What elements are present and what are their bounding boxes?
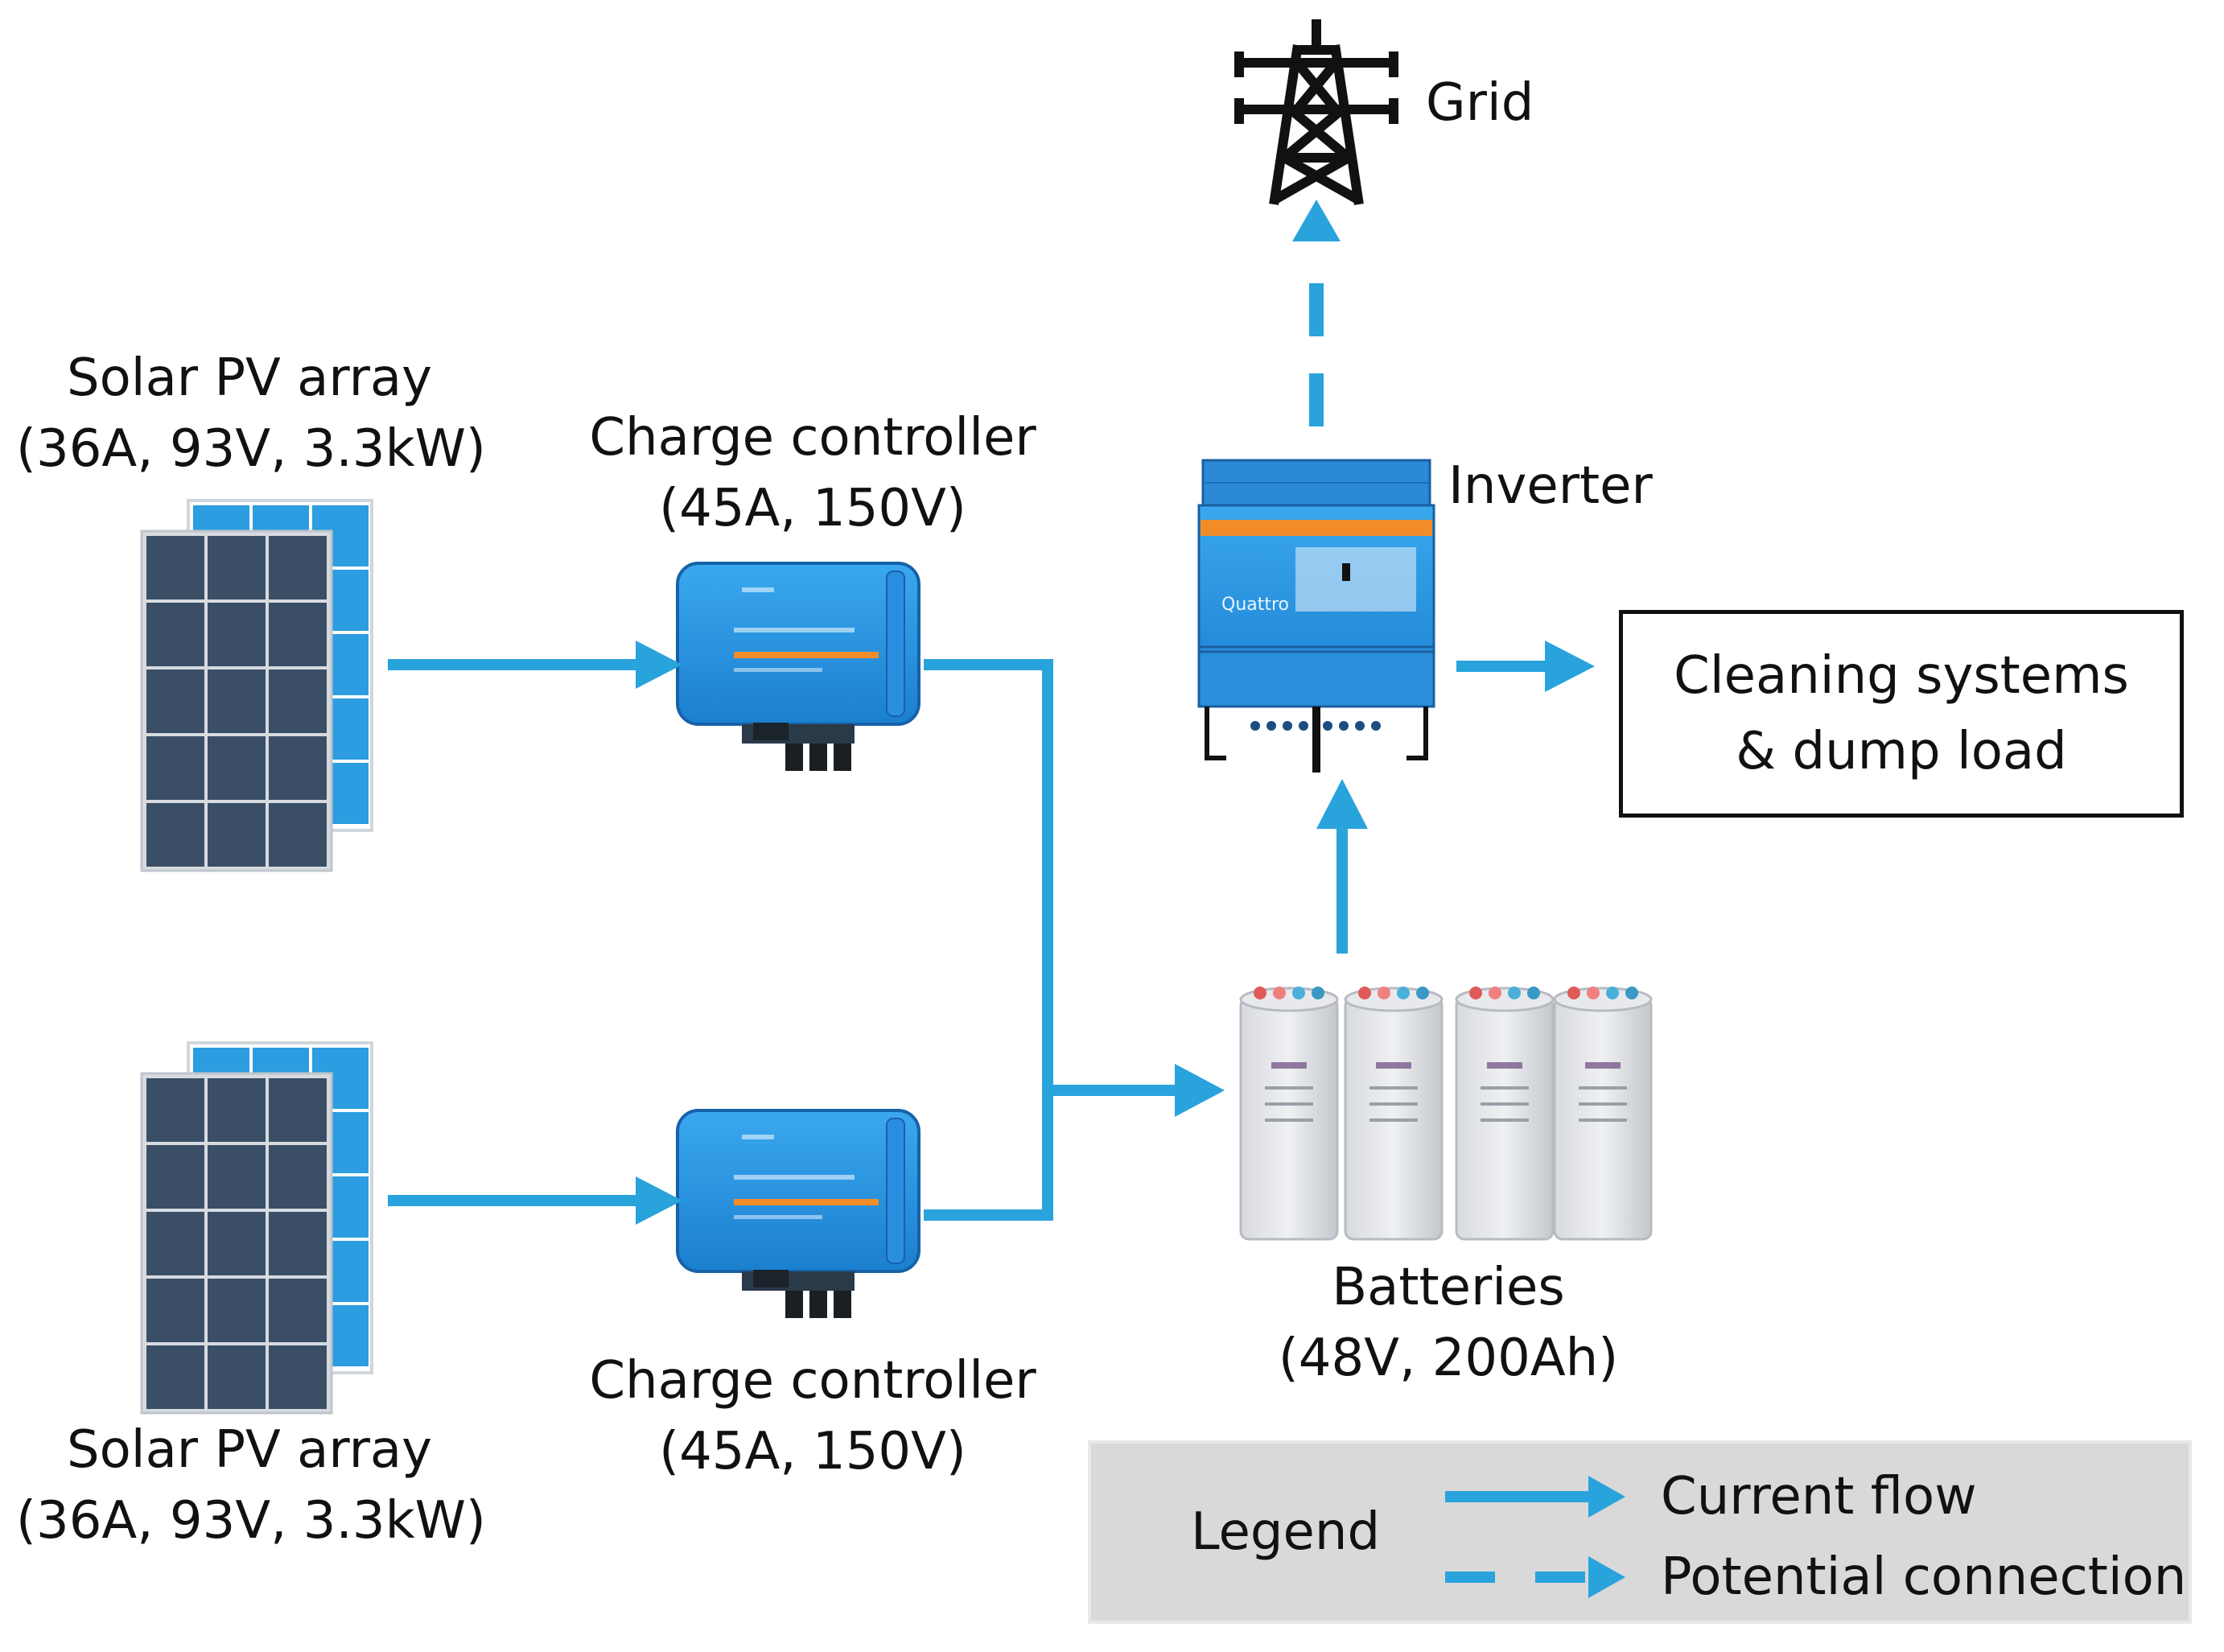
inverter-title: Inverter — [1448, 456, 1653, 516]
pv-bottom-title: Solar PV array — [67, 1420, 432, 1480]
legend-item-potential-connection: Potential connection — [1661, 1547, 2187, 1607]
arrow-icon — [636, 641, 682, 689]
legend-title: Legend — [1191, 1502, 1381, 1562]
inverter-label: Inverter — [1448, 451, 1653, 521]
flow-arrowheads — [636, 641, 1595, 1225]
load-line-1: Cleaning systems — [1674, 646, 2129, 706]
arrow-icon — [1588, 1476, 1625, 1518]
legend-swatches — [1445, 1476, 1625, 1598]
charge-controller-icon — [676, 562, 920, 771]
solar-panel-icon — [140, 499, 373, 872]
battery-icon — [1553, 987, 1653, 1241]
arrow-icon — [636, 1176, 682, 1225]
batteries-title: Batteries — [1332, 1258, 1565, 1317]
cc-top-spec: (45A, 150V) — [659, 479, 966, 538]
pv-top-spec: (36A, 93V, 3.3kW) — [16, 419, 486, 479]
load-line-2: & dump load — [1736, 722, 2067, 781]
load-box: Cleaning systems & dump load — [1619, 610, 2184, 818]
grid-title: Grid — [1426, 73, 1534, 133]
pv-bottom-label: Solar PV array (36A, 93V, 3.3kW) — [16, 1415, 486, 1556]
legend-solid-arrow — [1445, 1476, 1625, 1518]
arrow-icon — [1175, 1064, 1225, 1117]
cc-bottom-spec: (45A, 150V) — [659, 1422, 966, 1481]
flow-connections — [388, 659, 1545, 1221]
battery-icon — [1344, 987, 1444, 1241]
pv-top-label: Solar PV array (36A, 93V, 3.3kW) — [16, 343, 486, 484]
cc-bottom-title: Charge controller — [589, 1351, 1036, 1411]
potential-connection — [1292, 200, 1341, 451]
battery-icon — [1455, 987, 1555, 1241]
pv-top-title: Solar PV array — [67, 348, 432, 408]
cc-top-title: Charge controller — [589, 408, 1036, 468]
solar-panel-icon — [140, 1041, 373, 1415]
charge-controller-icon — [676, 1109, 920, 1318]
transmission-tower-icon — [1234, 19, 1398, 205]
battery-icon — [1239, 987, 1339, 1241]
inverter-icon: Quattro — [1197, 459, 1435, 772]
grid-label: Grid — [1426, 68, 1534, 138]
flow-line-cc-bottom-to-bus — [924, 1090, 1053, 1221]
arrow-icon — [1292, 200, 1341, 241]
cc-bottom-label: Charge controller (45A, 150V) — [587, 1345, 1038, 1487]
arrow-icon — [1545, 641, 1595, 692]
pv-bottom-spec: (36A, 93V, 3.3kW) — [16, 1491, 486, 1551]
arrow-icon — [1316, 779, 1368, 829]
flow-line-cc-top-to-bus — [924, 659, 1053, 1090]
inverter-brand: Quattro — [1221, 595, 1289, 615]
batteries-spec: (48V, 200Ah) — [1278, 1329, 1619, 1388]
battery-bank — [1239, 987, 1653, 1241]
batteries-label: Batteries (48V, 200Ah) — [1231, 1252, 1666, 1394]
legend-dashed-arrow — [1445, 1556, 1625, 1598]
arrow-icon — [1588, 1556, 1625, 1598]
legend-item-current-flow: Current flow — [1661, 1467, 1977, 1526]
legend: Legend Current flow Potential connection — [1088, 1440, 2192, 1624]
cc-top-label: Charge controller (45A, 150V) — [587, 402, 1038, 544]
